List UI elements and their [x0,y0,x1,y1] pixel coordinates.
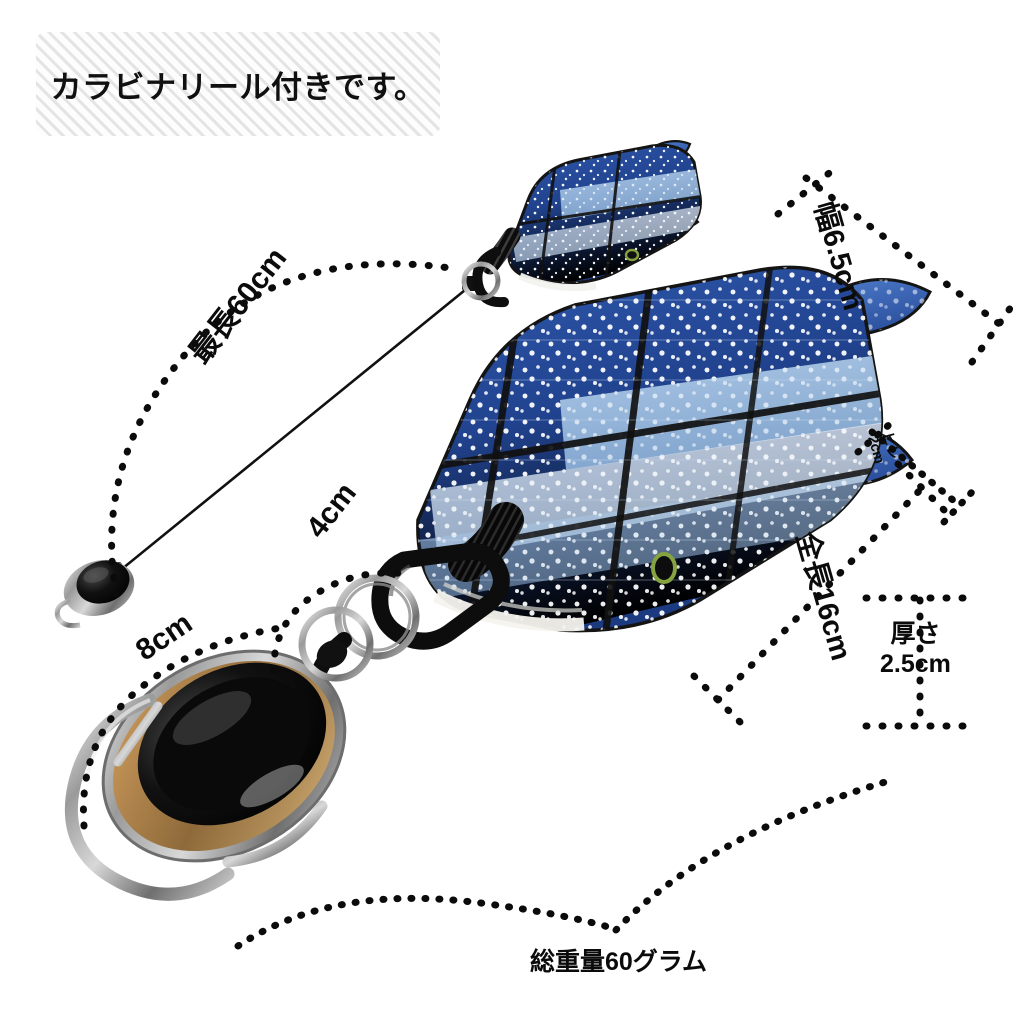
leader-length-cap1 [690,672,748,730]
retractable-cord-line [108,276,477,576]
leader-length-cap2 [894,460,952,518]
leader-weight-right [612,776,896,934]
label-carabiner-length: 8cm [130,606,199,668]
label-pouch-width: 幅6.5cm [807,198,869,314]
leader-carabiner [79,624,284,830]
header-banner-text: カラビナリール付きです。 [50,69,426,105]
header-banner: カラビナリール付きです。 [36,32,440,136]
label-thickness-line1: 厚さ [890,620,941,648]
small-whale-shark-pouch [461,139,702,308]
label-ring-size: 4cm [300,476,363,545]
leader-fin-cap2 [940,488,976,526]
leader-width-cap2 [968,296,1020,366]
carabiner-reel [64,606,374,901]
leader-ring [269,569,412,690]
label-max-cord-length: 最長60cm [183,241,294,370]
label-thickness-line2: 2.5cm [880,649,951,678]
label-total-weight: 総重量60グラム [530,948,708,976]
leader-max-cord [108,260,454,598]
small-reel-head [54,560,135,629]
label-total-length: 全長16cm [789,528,857,665]
label-fin-size: ヒレ 2cm [865,430,902,465]
label-thickness: 厚さ 2.5cm [880,620,951,679]
leader-weight-left [234,894,616,950]
carabiner-strap-assembly [310,502,524,682]
